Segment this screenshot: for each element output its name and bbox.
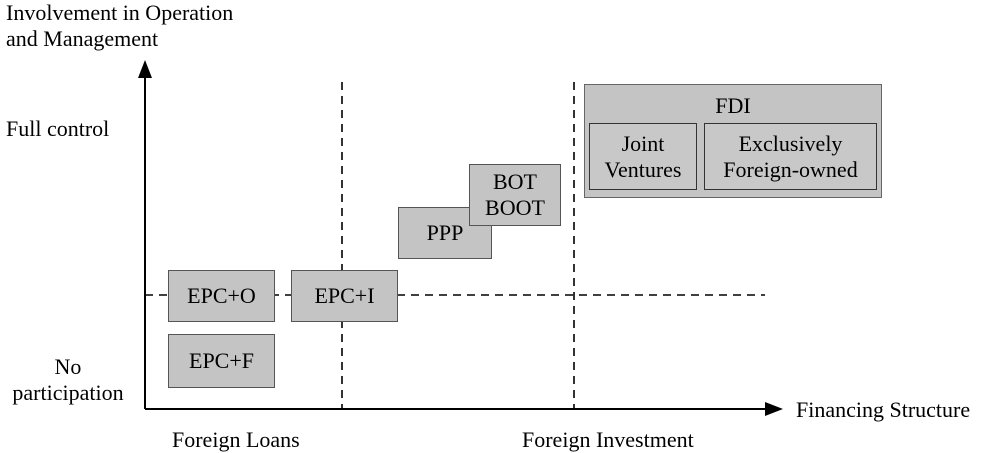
box-exclusively-foreign-owned: Exclusively Foreign-owned xyxy=(704,123,877,190)
y-bottom-label-line2: participation xyxy=(12,380,124,405)
box-joint-label-line1: Joint xyxy=(621,130,665,156)
y-top-label: Full control xyxy=(6,116,110,141)
box-excl-label-line2: Foreign-owned xyxy=(723,156,858,182)
y-axis-arrowhead xyxy=(138,60,152,78)
x-axis-label: Financing Structure xyxy=(796,397,971,422)
box-bot-boot: BOT BOOT xyxy=(469,164,561,226)
box-epc-f-label: EPC+F xyxy=(189,348,254,373)
box-bot-label-line2: BOOT xyxy=(485,195,545,220)
box-epc-i: EPC+I xyxy=(291,270,398,322)
box-ppp-label: PPP xyxy=(426,220,464,245)
box-joint-ventures: Joint Ventures xyxy=(589,123,697,190)
x-axis-arrowhead xyxy=(765,402,783,416)
box-fdi-label: FDI xyxy=(715,93,751,118)
box-bot-label-line1: BOT xyxy=(493,169,537,194)
box-epc-i-label: EPC+I xyxy=(314,283,375,308)
x-right-label: Foreign Investment xyxy=(522,427,694,452)
box-epc-o: EPC+O xyxy=(168,270,275,322)
box-joint-label-line2: Ventures xyxy=(604,156,682,182)
y-axis-label-line1: Involvement in Operation xyxy=(6,0,234,25)
box-excl-label-line1: Exclusively xyxy=(738,130,843,156)
x-left-label: Foreign Loans xyxy=(172,427,300,452)
y-bottom-label-line1: No xyxy=(54,354,82,379)
box-epc-o-label: EPC+O xyxy=(187,283,256,308)
y-axis-label-line2: and Management xyxy=(6,26,159,51)
box-epc-f: EPC+F xyxy=(168,334,275,388)
